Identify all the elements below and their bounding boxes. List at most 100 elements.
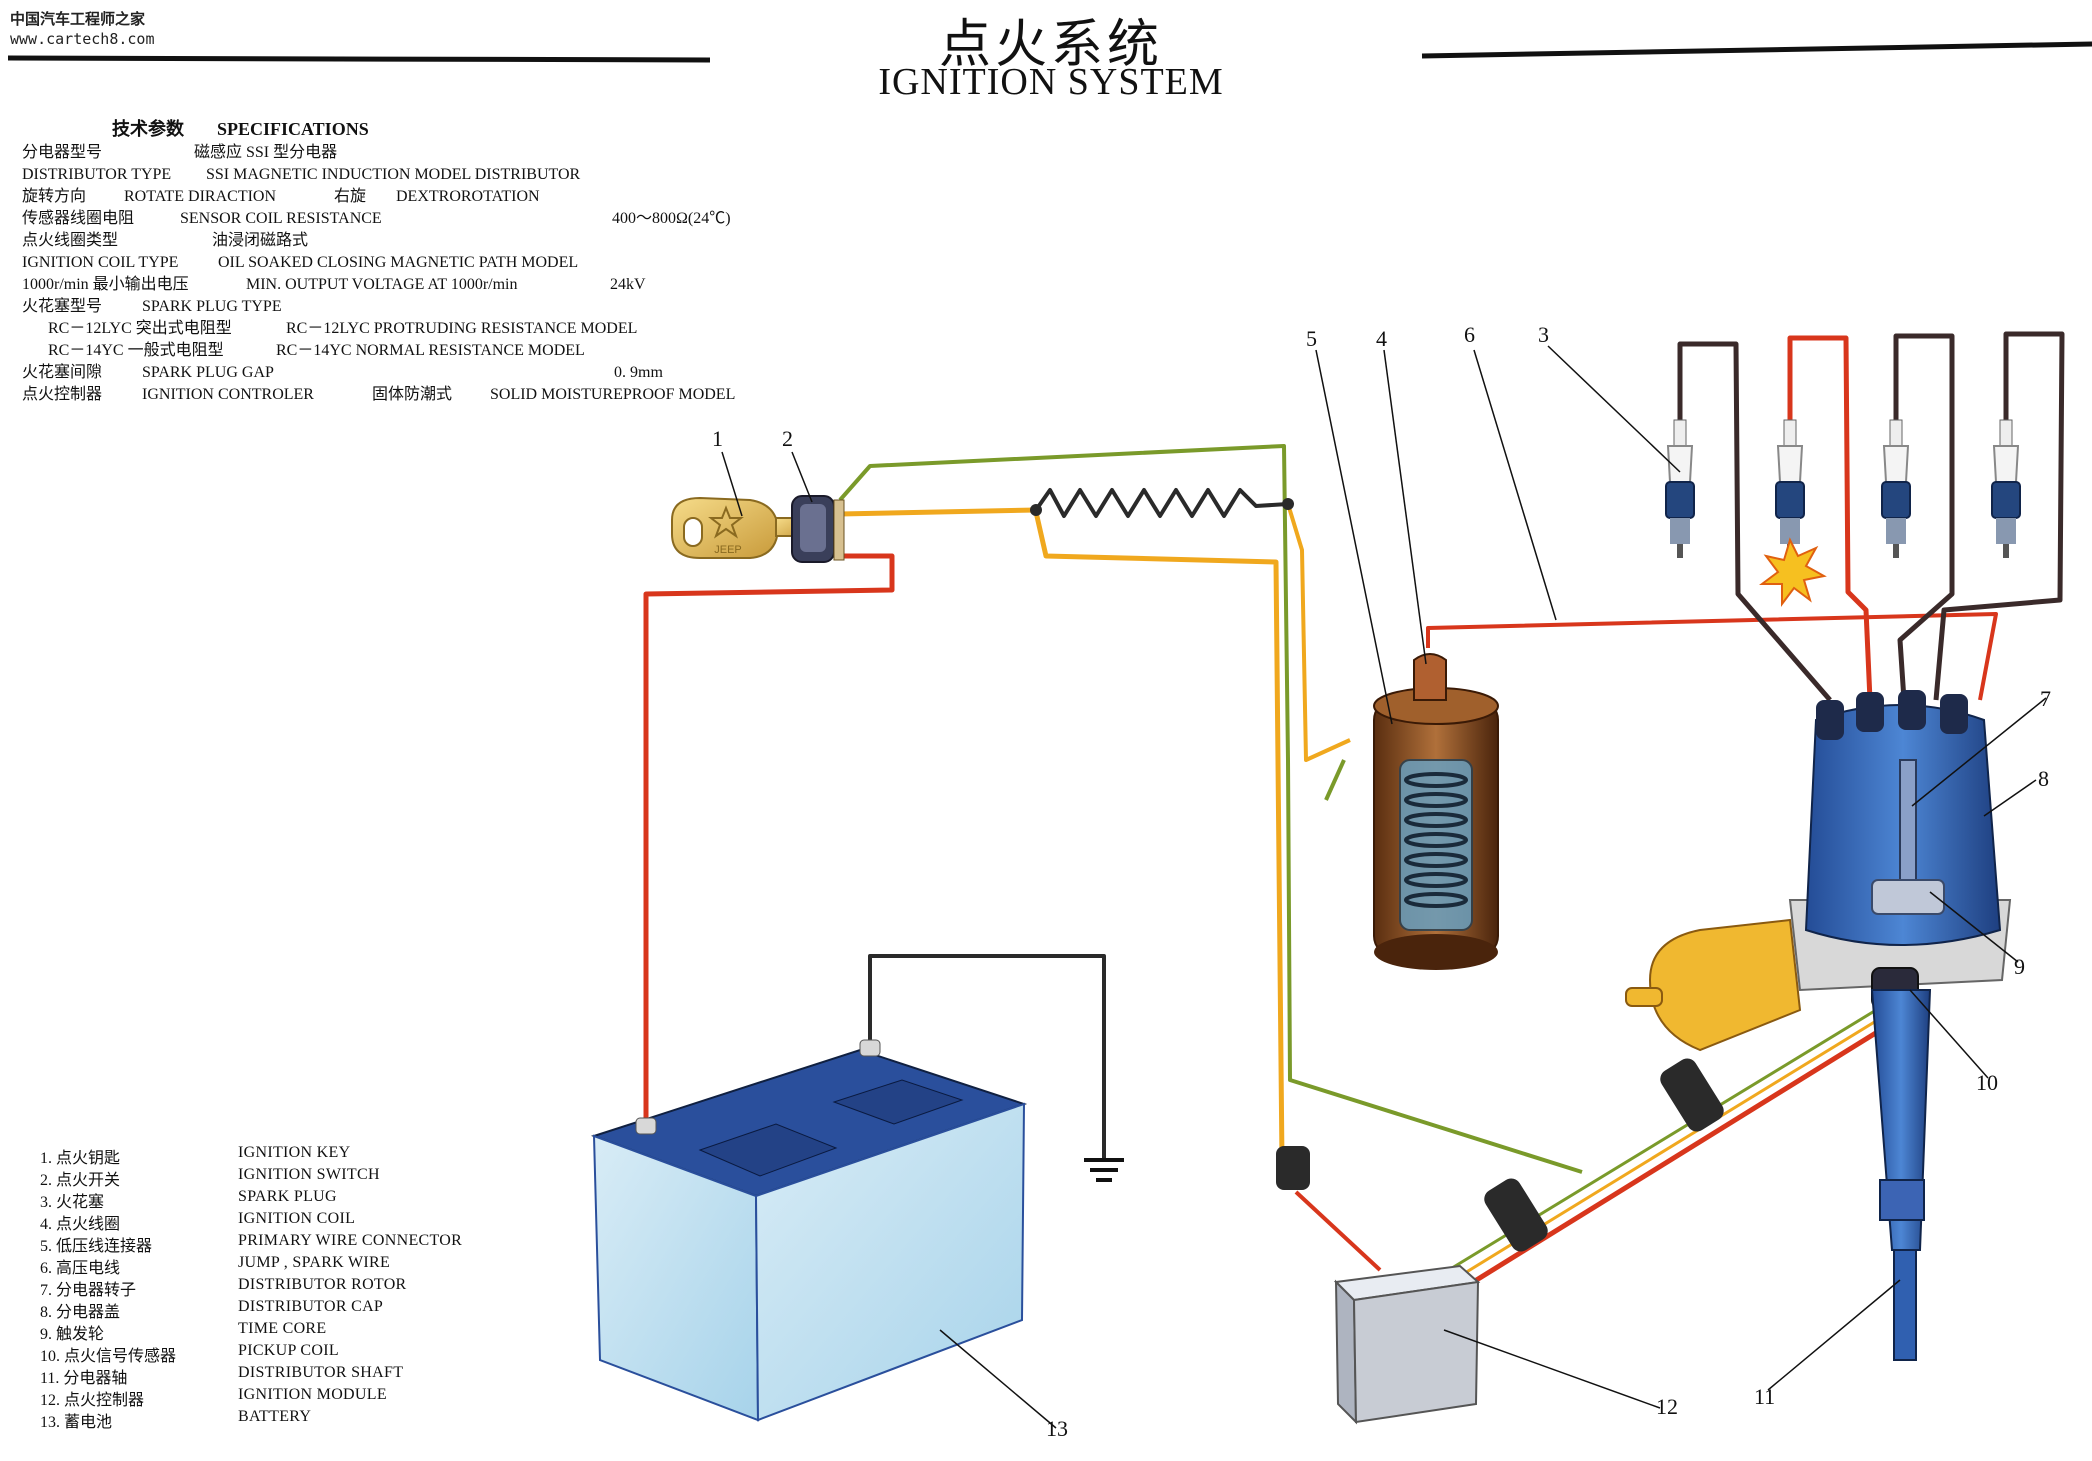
ignition-key: JEEP [671, 496, 809, 559]
key-hole [683, 517, 703, 547]
spec-value: 400～800Ω(24℃) [612, 210, 731, 227]
spark-plug [1775, 419, 1805, 558]
title-chinese: 点火系统 [938, 15, 1163, 75]
callout-3: 3 [1538, 322, 1549, 347]
spec-label: DISTRIBUTOR TYPE [22, 166, 172, 183]
wires [643, 331, 2065, 1287]
callout-6: 6 [1464, 322, 1475, 347]
legend-cn: 1. 点火钥匙 [40, 1150, 121, 1167]
cap-tower [1816, 700, 1844, 740]
harness-connector [1660, 1058, 1724, 1132]
watermark-site-name: 中国汽车工程师之家 [10, 10, 146, 28]
spec-line-10: RC－14YC 一般式电阻型 RC－14YC NORMAL RESISTANCE… [48, 340, 585, 362]
spec-value: 磁感应 SSI 型分电器 [194, 144, 338, 161]
cap-tower [1856, 692, 1884, 732]
battery-cell-cover [698, 1123, 838, 1177]
harness-connector [1276, 1146, 1310, 1190]
callout-9: 9 [2014, 954, 2025, 979]
key-star-icon [708, 505, 744, 539]
spec-line-2: DISTRIBUTOR TYPE SSI MAGNETIC INDUCTION … [22, 164, 580, 186]
legend-en: BATTERY [238, 1408, 312, 1425]
legend-en: SPARK PLUG [238, 1188, 337, 1205]
spec-label: 分电器型号 [22, 144, 103, 161]
spec-label: RC－14YC 一般式电阻型 [48, 342, 224, 359]
spec-value: DEXTROROTATION [396, 188, 540, 205]
callout-5: 5 [1306, 326, 1317, 351]
switch-terminals [833, 499, 845, 561]
spec-value: SSI MAGNETIC INDUCTION MODEL DISTRIBUTOR [206, 166, 581, 183]
spec-value: 固体防潮式 [372, 386, 453, 403]
callout-4: 4 [1376, 326, 1387, 351]
spec-value: SPARK PLUG GAP [142, 364, 274, 381]
spec-value: RC－12LYC PROTRUDING RESISTANCE MODEL [286, 320, 638, 337]
vacuum-advance-unit [1648, 918, 1802, 1052]
battery-side [754, 1102, 1026, 1422]
spec-line-7: 1000r/min 最小输出电压 MIN. OUTPUT VOLTAGE AT … [22, 274, 646, 296]
ground-wire [868, 954, 1106, 1160]
spec-value: 24kV [610, 276, 646, 293]
spec-line-8: 火花塞型号 SPARK PLUG TYPE [22, 296, 282, 318]
legend-en: PICKUP COIL [238, 1342, 339, 1359]
watermark-url: www.cartech8.com [10, 30, 155, 48]
legend-cn: 10. 点火信号传感器 [40, 1348, 177, 1365]
legend-cn: 8. 分电器盖 [40, 1304, 121, 1321]
spec-line-1: 分电器型号 磁感应 SSI 型分电器 [22, 142, 337, 164]
spec-value: IGNITION CONTROLER [142, 386, 314, 403]
legend-en: IGNITION MODULE [238, 1386, 387, 1403]
spec-label: 1000r/min 最小输出电压 [22, 276, 189, 293]
ignition-switch [791, 495, 845, 563]
legend-en: DISTRIBUTOR SHAFT [238, 1364, 404, 1381]
cap-tower [1940, 694, 1968, 734]
distributor [1625, 690, 2012, 1361]
legend-cn: 7. 分电器转子 [40, 1282, 137, 1299]
module-side [1352, 1280, 1480, 1424]
callout-1: 1 [712, 426, 723, 451]
spec-label: 旋转方向 [22, 188, 87, 205]
spec-value: RC－14YC NORMAL RESISTANCE MODEL [276, 342, 585, 359]
spec-value: SENSOR COIL RESISTANCE [180, 210, 382, 227]
ballast-resistor [1034, 488, 1289, 518]
legend-en: IGNITION KEY [238, 1144, 351, 1161]
battery-terminal-positive [635, 1117, 657, 1135]
time-core [1871, 879, 1945, 915]
legend-cn: 2. 点火开关 [40, 1172, 121, 1189]
spark-flash-icon [1759, 537, 1827, 607]
legend-cn: 13. 蓄电池 [40, 1414, 113, 1431]
callout-leaders [721, 345, 2047, 1429]
battery-terminal-negative [859, 1039, 881, 1057]
callout-8: 8 [2038, 766, 2049, 791]
spec-label: 传感器线圈电阻 [22, 210, 135, 227]
spec-line-5: 点火线圈类型 油浸闭磁路式 [22, 230, 308, 252]
callout-12: 12 [1656, 1394, 1678, 1419]
spark-plug [1991, 419, 2021, 558]
spec-label: 火花塞间隙 [22, 364, 103, 381]
legend-cn: 6. 高压电线 [40, 1260, 121, 1277]
spec-line-3: 旋转方向 ROTATE DIRACTION 右旋 DEXTROROTATION [22, 186, 540, 208]
legend-en: IGNITION COIL [238, 1210, 356, 1227]
spark-plug-lead-1 [1677, 341, 1832, 702]
spec-value: 0. 9mm [614, 364, 663, 381]
spec-label: RC－12LYC 突出式电阻型 [48, 320, 232, 337]
header-rule-left [7, 55, 711, 63]
battery-cell-cover [832, 1079, 964, 1125]
coil-windings [1404, 772, 1468, 908]
junction-dot [1030, 504, 1042, 516]
specifications-heading-cn: 技术参数 [112, 119, 184, 139]
legend-cn: 9. 触发轮 [40, 1326, 105, 1343]
coil-bottom [1374, 934, 1498, 970]
specifications-heading: 技术参数 SPECIFICATIONS [112, 118, 369, 140]
spec-value: MIN. OUTPUT VOLTAGE AT 1000r/min [246, 276, 518, 293]
distributor-gear [1879, 1179, 1925, 1221]
coil-tower [1413, 653, 1447, 701]
legend-cn: 12. 点火控制器 [40, 1392, 145, 1409]
spec-value: 右旋 [334, 188, 367, 205]
spark-wire-coil-to-cap [1426, 612, 1998, 701]
spec-line-11: 火花塞间隙 SPARK PLUG GAP 0. 9mm [22, 362, 663, 384]
legend-cn: 11. 分电器轴 [40, 1370, 128, 1387]
yellow-wire-bypass [1033, 511, 1285, 1163]
switch-band [800, 504, 826, 552]
spec-label: 火花塞型号 [22, 298, 103, 315]
battery [590, 1039, 1028, 1422]
